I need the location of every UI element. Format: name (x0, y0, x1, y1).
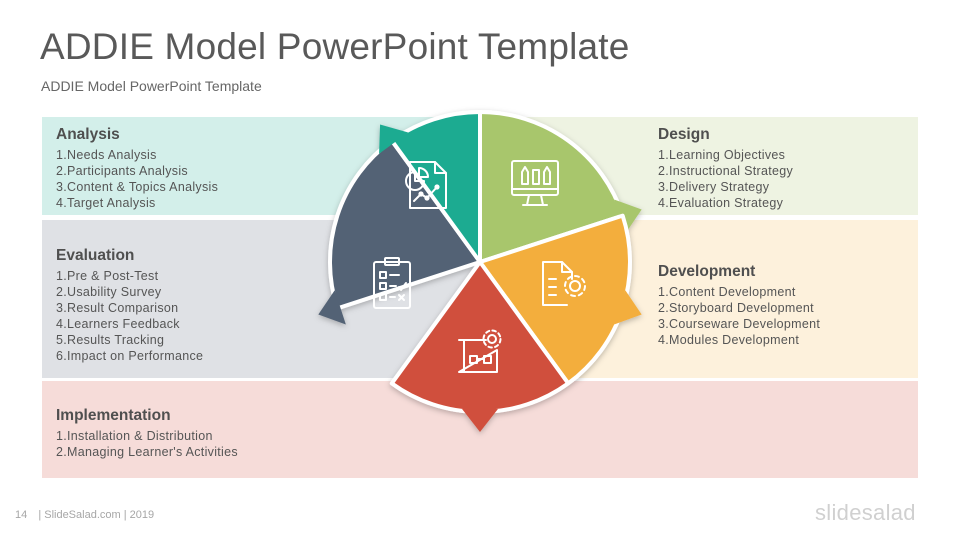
list-item: 2.Participants Analysis (56, 164, 188, 178)
design-list: 1.Learning Objectives 2.Instructional Str… (658, 147, 793, 211)
list-item: 3.Delivery Strategy (658, 180, 770, 194)
blueprint-gear-icon (458, 329, 502, 373)
design-card: Design 1.Learning Objectives 2.Instructio… (658, 126, 793, 211)
implementation-arrow-tab (461, 408, 499, 432)
list-item: 1.Content Development (658, 285, 796, 299)
development-title: Development (658, 263, 756, 280)
page-subtitle: ADDIE Model PowerPoint Template (41, 78, 262, 94)
evaluation-arrow-tab (318, 290, 346, 325)
analysis-list: 1.Needs Analysis 2.Participants Analysis 3… (56, 147, 218, 211)
analysis-title: Analysis (56, 126, 120, 143)
design-tools-monitor-icon (511, 160, 559, 206)
list-item: 6.Impact on Performance (56, 349, 204, 363)
report-chart-icon (405, 161, 447, 209)
list-item: 2.Managing Learner's Activities (56, 445, 238, 459)
page-number: 14 (15, 509, 28, 521)
list-item: 2.Storyboard Development (658, 301, 814, 315)
analysis-card: Analysis 1.Needs Analysis 2.Participants … (56, 126, 218, 211)
evaluation-title: Evaluation (56, 247, 135, 264)
list-item: 2.Instructional Strategy (658, 164, 794, 178)
analysis-arrow-tab (379, 124, 409, 154)
list-item: 4.Evaluation Strategy (658, 196, 784, 210)
list-item: 3.Content & Topics Analysis (56, 180, 219, 194)
design-arrow-tab (614, 199, 642, 234)
document-gear-icon (542, 261, 586, 306)
development-arrow-tab (614, 290, 642, 325)
list-item: 1.Pre & Post-Test (56, 269, 159, 283)
list-item: 1.Installation & Distribution (56, 429, 213, 443)
list-item: 1.Needs Analysis (56, 148, 157, 162)
implementation-card: Implementation 1.Installation & Distribu… (56, 407, 238, 460)
evaluation-segment (328, 138, 482, 311)
implementation-list: 1.Installation & Distribution 2.Managing … (56, 428, 238, 460)
evaluation-card: Evaluation 1.Pre & Post-Test 2.Usability … (56, 247, 203, 364)
list-item: 1.Learning Objectives (658, 148, 786, 162)
evaluation-list: 1.Pre & Post-Test 2.Usability Survey 3.Res… (56, 268, 203, 364)
list-item: 4.Learners Feedback (56, 317, 180, 331)
development-list: 1.Content Development 2.Storyboard Develo… (658, 284, 820, 348)
footer-credit: | SlideSalad.com | 2019 (38, 509, 155, 521)
wheel-segments (318, 110, 642, 432)
design-title: Design (658, 126, 710, 143)
list-item: 2.Usability Survey (56, 285, 162, 299)
page-title: ADDIE Model PowerPoint Template (40, 26, 630, 67)
footer: 14 | SlideSalad.com | 2019 (15, 509, 162, 521)
list-item: 3.Courseware Development (658, 317, 821, 331)
design-segment (478, 110, 625, 264)
list-item: 4.Target Analysis (56, 196, 156, 210)
brand-logo: slidesalad (815, 500, 916, 525)
implementation-title: Implementation (56, 407, 171, 424)
list-item: 3.Result Comparison (56, 301, 179, 315)
development-card: Development 1.Content Development 2.Story… (658, 263, 820, 348)
clipboard-checklist-icon (373, 257, 411, 309)
list-item: 4.Modules Development (658, 333, 800, 347)
list-item: 5.Results Tracking (56, 333, 165, 347)
